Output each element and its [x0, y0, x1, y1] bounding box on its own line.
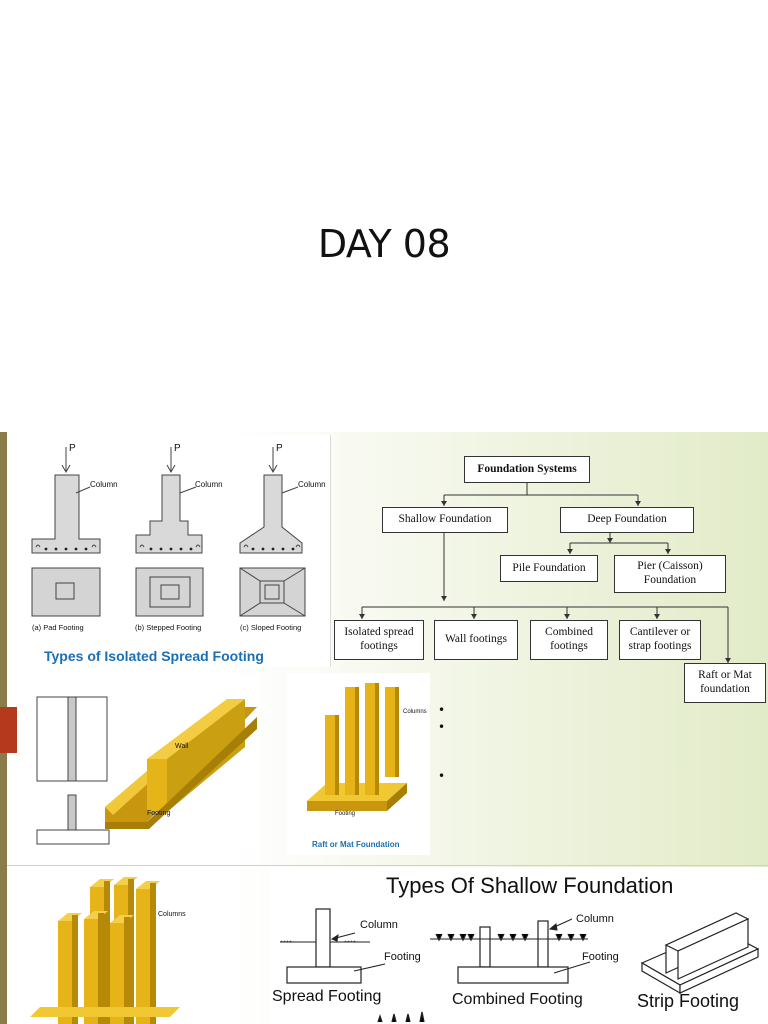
- chart-node-combined: Combined footings: [530, 620, 608, 660]
- raft-caption: Raft or Mat Foundation: [312, 840, 400, 849]
- combined-column-label: Column: [576, 913, 614, 925]
- svg-text:ꞈꞈꞈꞈ: ꞈꞈꞈꞈ: [280, 932, 292, 942]
- shallow-types-title: Types Of Shallow Foundation: [386, 873, 674, 898]
- bottom-columns-diagram: [30, 877, 180, 1024]
- strip-footing-caption: Strip Footing: [637, 991, 740, 1011]
- chart-node-pile: Pile Foundation: [500, 555, 598, 582]
- wall-label: Wall: [175, 743, 189, 750]
- slide-title: DAY 08: [317, 222, 451, 266]
- raft-footing-label: Footing: [335, 811, 356, 817]
- isolated-footing-panel: P P P Column Column Column (a) Pad Footi…: [8, 435, 331, 667]
- spread-footing-label: Footing: [384, 951, 421, 963]
- chart-node-raft: Raft or Mat foundation: [684, 663, 766, 703]
- raft-foundation-diagram: [307, 683, 407, 811]
- spread-footing-caption: Spread Footing: [272, 988, 382, 1005]
- wall-footing-label: Footing: [147, 810, 171, 817]
- shallow-types-diagram: ꞈꞈꞈꞈ ꞈꞈꞈꞈ: [280, 908, 760, 1023]
- chart-node-foundation-systems: Foundation Systems: [464, 456, 590, 483]
- svg-text:ꞈꞈꞈꞈ: ꞈꞈꞈꞈ: [344, 932, 356, 942]
- spread-column-label: Column: [360, 919, 398, 931]
- chart-node-cantilever: Cantilever or strap footings: [619, 620, 701, 660]
- chart-node-isolated: Isolated spread footings: [334, 620, 424, 660]
- raft-foundation-panel: Columns Footing Raft or Mat Foundation: [287, 673, 430, 855]
- bottom-columns-label: Columns: [158, 911, 186, 918]
- bullet-3: •: [438, 769, 446, 783]
- column-label-c: Column: [298, 480, 326, 489]
- column-label-b: Column: [195, 480, 223, 489]
- load-label-a: P: [69, 443, 76, 454]
- foundation-chart-connectors: [359, 482, 731, 663]
- raft-columns-label: Columns: [403, 709, 427, 715]
- load-label-b: P: [174, 443, 181, 454]
- isolated-footing-diagram: [31, 447, 306, 617]
- combined-footing-caption: Combined Footing: [452, 991, 583, 1008]
- shallow-types-panel: Types Of Shallow Foundation ꞈꞈꞈꞈ ꞈꞈꞈꞈ: [270, 867, 768, 1024]
- chart-node-pier: Pier (Caisson) Foundation: [614, 555, 726, 593]
- load-label-c: P: [276, 443, 283, 454]
- column-label-a: Column: [90, 480, 118, 489]
- accent-red-marker: [0, 707, 18, 753]
- footing-caption-sloped: (c) Sloped Footing: [240, 623, 302, 632]
- chart-node-deep: Deep Foundation: [560, 507, 694, 533]
- wall-footing-diagram: [36, 696, 257, 845]
- combined-footing-label: Footing: [582, 951, 619, 963]
- bottom-columns-panel: Columns: [10, 867, 190, 1024]
- footing-caption-stepped: (b) Stepped Footing: [135, 623, 202, 632]
- footing-caption-pad: (a) Pad Footing: [32, 623, 84, 632]
- bullet-2: •: [438, 720, 446, 734]
- section-divider: [7, 865, 768, 866]
- wall-footing-panel: Wall Footing: [17, 677, 257, 849]
- chart-node-wall: Wall footings: [434, 620, 518, 660]
- chart-node-shallow: Shallow Foundation: [382, 507, 508, 533]
- isolated-caption: Types of Isolated Spread Footing: [44, 648, 264, 664]
- bullet-1: •: [438, 703, 446, 717]
